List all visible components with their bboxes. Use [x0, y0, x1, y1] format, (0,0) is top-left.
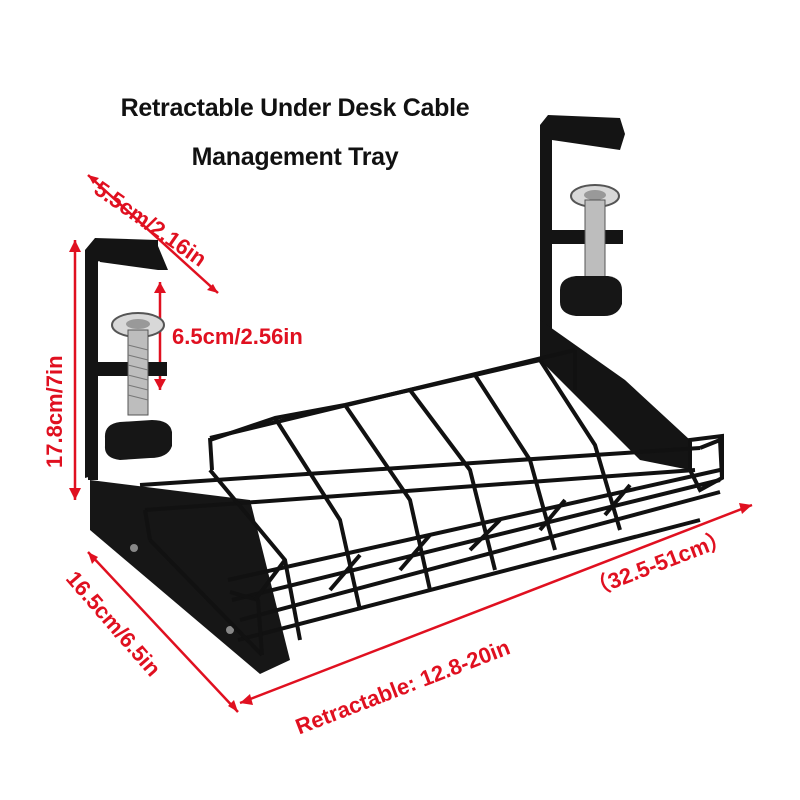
- product-title-line-2: Management Tray: [191, 143, 399, 171]
- clamp-opening-label: 6.5cm/2.56in: [172, 324, 303, 349]
- left-desk-clamp: [85, 238, 168, 480]
- length-arrow: [239, 503, 753, 705]
- depth-arrow: [87, 551, 239, 713]
- dimension-arrows: [69, 174, 753, 713]
- right-clamp-knob: [560, 276, 622, 316]
- left-clamp-screw: [111, 312, 165, 416]
- left-side-plate: [90, 480, 290, 674]
- right-clamp-screw: [570, 184, 620, 281]
- height-label: 17.8cm/7in: [42, 355, 67, 468]
- left-clamp-knob: [104, 420, 172, 460]
- clamp-width-arrow: [87, 174, 219, 294]
- product-title-line-1: Retractable Under Desk Cable: [120, 94, 470, 122]
- wire-basket: [139, 348, 724, 657]
